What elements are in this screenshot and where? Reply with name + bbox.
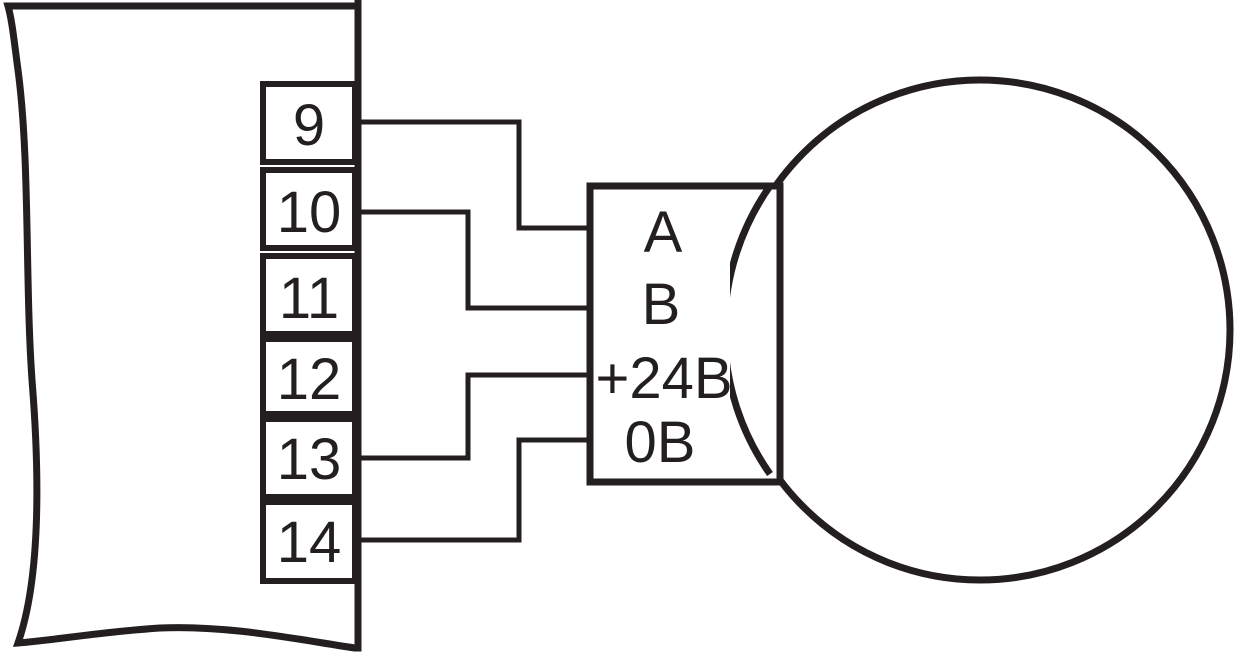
terminal-label-9: 9 [293,93,325,158]
wire-10-to-b [358,209,590,311]
terminal-10 [260,167,358,251]
terminal-label-12: 12 [277,347,342,412]
terminal-label-11: 11 [279,266,339,331]
terminal-block: 9 10 11 12 13 14 [260,81,358,584]
pin-0v-label: 0B [625,410,696,475]
terminal-label-14: 14 [277,510,342,575]
pin-b-label: B [642,272,681,337]
pin-plus24-label: +24B [595,346,732,411]
terminal-13 [260,416,358,500]
wire-9-to-a [358,119,590,231]
terminal-11 [260,253,358,337]
controller-housing [3,0,362,652]
sensor-body [726,76,1234,584]
terminal-label-13: 13 [277,427,342,492]
terminal-label-10: 10 [277,180,342,245]
pin-a-label: A [644,200,683,265]
connector-mask [594,190,730,478]
terminal-12 [260,336,358,417]
terminal-9 [260,81,358,165]
wires [358,119,590,543]
terminal-14 [260,499,358,584]
wire-14-to-0v [358,437,590,543]
wire-13-to-plus24 [358,372,590,461]
